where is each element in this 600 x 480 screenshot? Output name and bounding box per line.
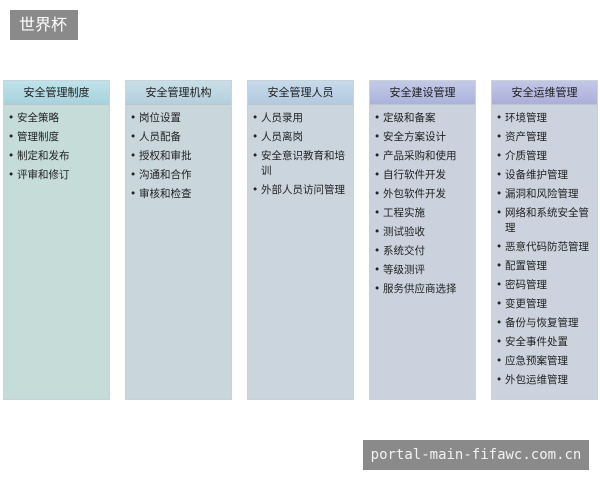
list-item: 工程实施: [374, 206, 472, 221]
column-header: 安全管理制度: [4, 81, 109, 105]
column-header: 安全管理机构: [126, 81, 231, 105]
column-management-personnel: 安全管理人员 人员录用 人员离岗 安全意识教育和培训 外部人员访问管理: [247, 80, 354, 400]
column-header: 安全管理人员: [248, 81, 353, 105]
list-item: 配置管理: [496, 259, 594, 274]
column-list: 定级和备案 安全方案设计 产品采购和使用 自行软件开发 外包软件开发 工程实施 …: [370, 105, 475, 297]
list-item: 人员录用: [252, 111, 350, 126]
column-management-organization: 安全管理机构 岗位设置 人员配备 授权和审批 沟通和合作 审核和检查: [125, 80, 232, 400]
list-item: 安全事件处置: [496, 335, 594, 350]
column-construction-management: 安全建设管理 定级和备案 安全方案设计 产品采购和使用 自行软件开发 外包软件开…: [369, 80, 476, 400]
list-item: 安全策略: [8, 111, 106, 126]
column-operations-management: 安全运维管理 环境管理 资产管理 介质管理 设备维护管理 漏洞和风险管理 网络和…: [491, 80, 598, 400]
column-list: 人员录用 人员离岗 安全意识教育和培训 外部人员访问管理: [248, 105, 353, 198]
column-list: 岗位设置 人员配备 授权和审批 沟通和合作 审核和检查: [126, 105, 231, 202]
list-item: 等级测评: [374, 263, 472, 278]
list-item: 人员配备: [130, 130, 228, 145]
list-item: 评审和修订: [8, 168, 106, 183]
list-item: 恶意代码防范管理: [496, 240, 594, 255]
list-item: 介质管理: [496, 149, 594, 164]
list-item: 设备维护管理: [496, 168, 594, 183]
list-item: 备份与恢复管理: [496, 316, 594, 331]
list-item: 变更管理: [496, 297, 594, 312]
column-management-policy: 安全管理制度 安全策略 管理制度 制定和发布 评审和修订: [3, 80, 110, 400]
list-item: 测试验收: [374, 225, 472, 240]
list-item: 外包软件开发: [374, 187, 472, 202]
list-item: 外包运维管理: [496, 373, 594, 388]
list-item: 网络和系统安全管理: [496, 206, 594, 236]
list-item: 资产管理: [496, 130, 594, 145]
column-list: 安全策略 管理制度 制定和发布 评审和修订: [4, 105, 109, 183]
list-item: 授权和审批: [130, 149, 228, 164]
list-item: 外部人员访问管理: [252, 183, 350, 198]
column-header: 安全建设管理: [370, 81, 475, 105]
list-item: 环境管理: [496, 111, 594, 126]
list-item: 安全方案设计: [374, 130, 472, 145]
list-item: 岗位设置: [130, 111, 228, 126]
list-item: 制定和发布: [8, 149, 106, 164]
list-item: 管理制度: [8, 130, 106, 145]
list-item: 应急预案管理: [496, 354, 594, 369]
list-item: 沟通和合作: [130, 168, 228, 183]
list-item: 安全意识教育和培训: [252, 149, 350, 179]
watermark: portal-main-fifawc.com.cn: [363, 440, 589, 470]
list-item: 自行软件开发: [374, 168, 472, 183]
list-item: 人员离岗: [252, 130, 350, 145]
column-list: 环境管理 资产管理 介质管理 设备维护管理 漏洞和风险管理 网络和系统安全管理 …: [492, 105, 597, 388]
list-item: 定级和备案: [374, 111, 472, 126]
list-item: 产品采购和使用: [374, 149, 472, 164]
tag-label: 世界杯: [10, 10, 78, 40]
column-header: 安全运维管理: [492, 81, 597, 105]
list-item: 服务供应商选择: [374, 282, 472, 297]
list-item: 漏洞和风险管理: [496, 187, 594, 202]
list-item: 审核和检查: [130, 187, 228, 202]
list-item: 密码管理: [496, 278, 594, 293]
columns: 安全管理制度 安全策略 管理制度 制定和发布 评审和修订 安全管理机构 岗位设置…: [3, 80, 598, 400]
list-item: 系统交付: [374, 244, 472, 259]
